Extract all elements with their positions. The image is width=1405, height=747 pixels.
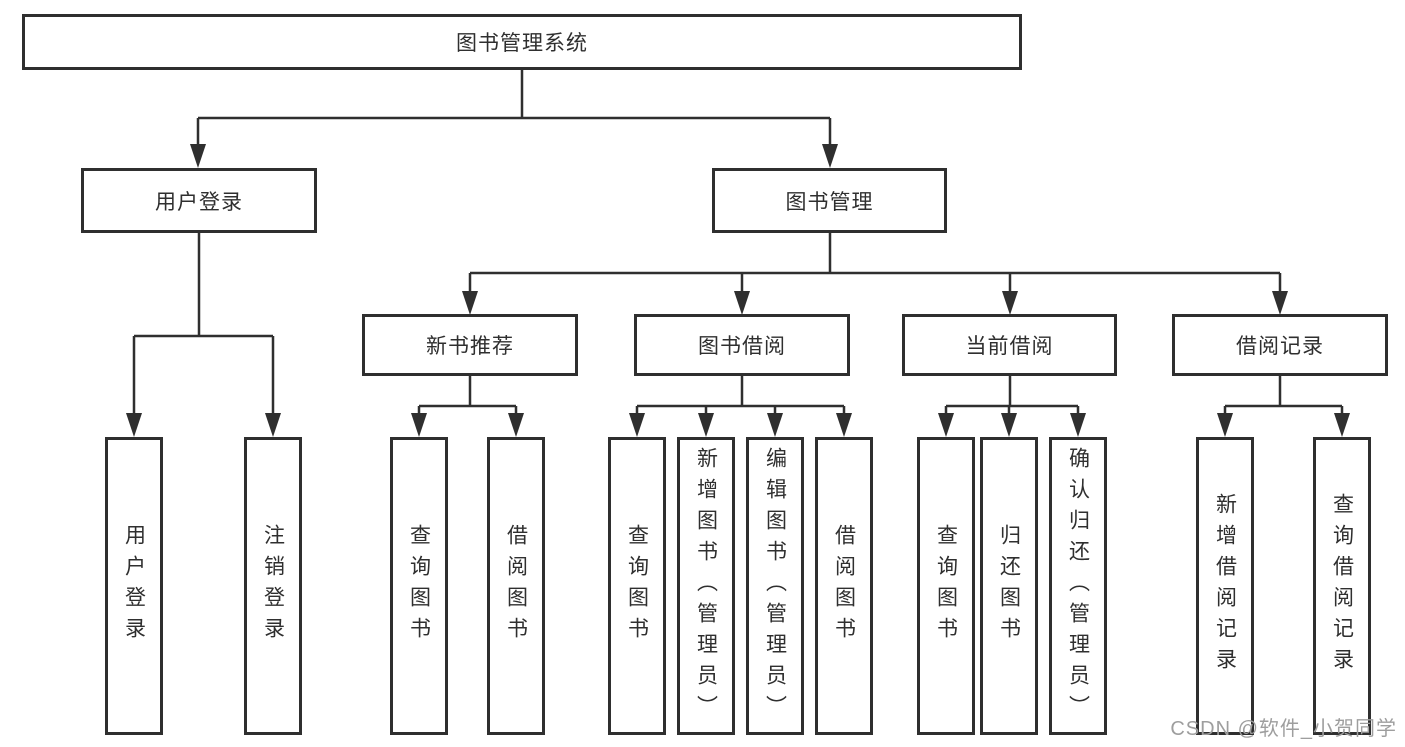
node-library-management-system: 图书管理系统 [22,14,1022,70]
connector-recommend-children [417,376,518,417]
arrowhead-icon [822,144,838,168]
node-book-borrowing: 图书借阅 [634,314,850,376]
leaf-add-books-admin: 新增图书（管理员） [677,437,735,735]
node-book-management: 图书管理 [712,168,947,233]
arrowhead-icon [508,413,524,437]
connector-user-login-children [132,233,275,417]
arrowhead-icon [1334,413,1350,437]
arrowhead-icon [734,291,750,315]
arrowhead-icon [1070,413,1086,437]
leaf-query-books: 查询图书 [390,437,448,735]
node-new-book-recommendation: 新书推荐 [362,314,578,376]
arrowhead-icon [1217,413,1233,437]
arrowhead-icon [767,413,783,437]
node-borrowing-records: 借阅记录 [1172,314,1388,376]
connector-book-mgmt-children [468,233,1282,295]
leaf-borrow-books: 借阅图书 [815,437,873,735]
arrowhead-icon [938,413,954,437]
leaf-borrow-books: 借阅图书 [487,437,545,735]
connector-records-children [1223,376,1344,417]
arrowhead-icon [1001,413,1017,437]
arrowhead-icon [126,413,142,437]
node-current-borrowing: 当前借阅 [902,314,1117,376]
arrowhead-icon [265,413,281,437]
leaf-query-books: 查询图书 [917,437,975,735]
arrowheads [126,144,1350,437]
leaf-user-login: 用户登录 [105,437,163,735]
arrowhead-icon [629,413,645,437]
leaf-logout: 注销登录 [244,437,302,735]
arrowhead-icon [462,291,478,315]
leaf-query-books: 查询图书 [608,437,666,735]
leaf-add-borrow-record: 新增借阅记录 [1196,437,1254,735]
csdn-watermark: CSDN @软件_小贺同学 [1170,718,1397,740]
leaf-query-borrow-record: 查询借阅记录 [1313,437,1371,735]
arrowhead-icon [836,413,852,437]
connector-root-to-level2 [196,70,832,148]
arrowhead-icon [1002,291,1018,315]
arrowhead-icon [1272,291,1288,315]
leaf-confirm-return-admin: 确认归还（管理员） [1049,437,1107,735]
connector-current-children [944,376,1080,417]
arrowhead-icon [190,144,206,168]
arrowhead-icon [411,413,427,437]
node-user-login: 用户登录 [81,168,317,233]
leaf-edit-books-admin: 编辑图书（管理员） [746,437,804,735]
leaf-return-books: 归还图书 [980,437,1038,735]
arrowhead-icon [698,413,714,437]
connector-lines [132,70,1344,417]
connector-borrow-children [635,376,846,417]
